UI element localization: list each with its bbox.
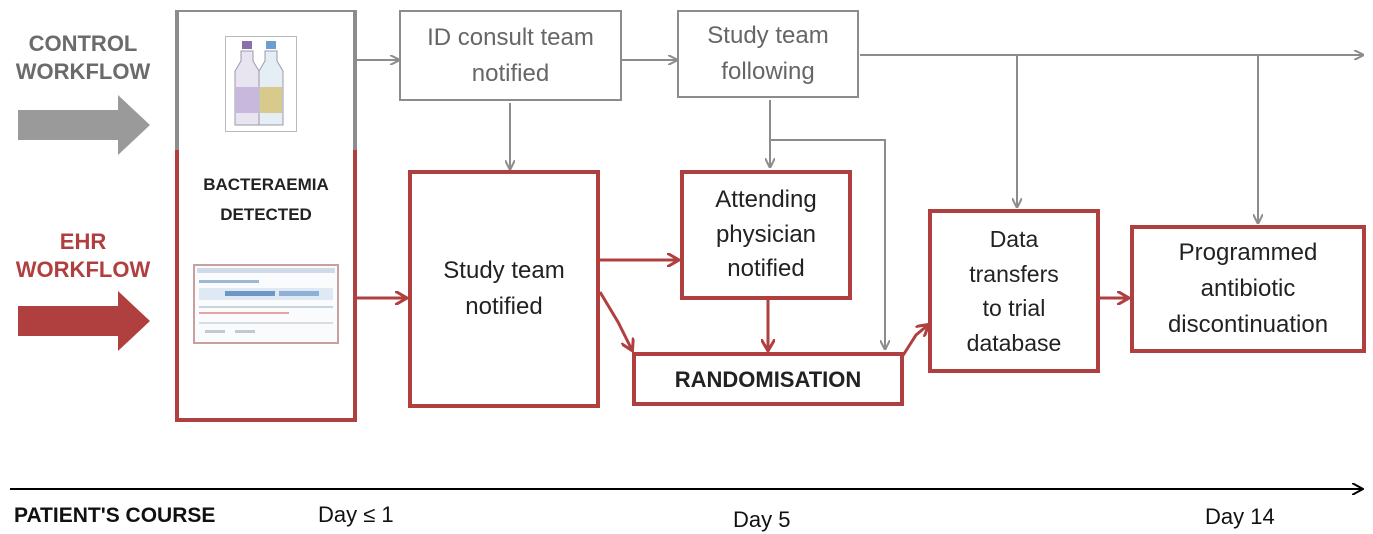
study-team-following-label: Study team following bbox=[707, 22, 829, 85]
randomisation-box: RANDOMISATION bbox=[632, 352, 904, 406]
blood-culture-bottles-icon bbox=[225, 36, 297, 132]
study-team-notified-label: Study team notified bbox=[443, 257, 565, 320]
control-border-left bbox=[175, 10, 179, 150]
id-consult-team-notified-box: ID consult team notified bbox=[399, 10, 622, 101]
data-transfers-label: Data transfers to trial database bbox=[966, 226, 1062, 356]
day-5-tick-label: Day 5 bbox=[733, 507, 791, 532]
study-team-following-box: Study team following bbox=[677, 10, 859, 98]
bacteraemia-detected-box bbox=[175, 10, 357, 422]
patients-course-label: PATIENT'S COURSE bbox=[14, 504, 216, 527]
id-consult-team-notified-label: ID consult team notified bbox=[427, 23, 594, 87]
day-14-tick-label: Day 14 bbox=[1205, 504, 1275, 529]
ehr-workflow-label: EHR WORKFLOW bbox=[15, 229, 151, 282]
randomisation-label: RANDOMISATION bbox=[674, 366, 862, 392]
ehr-screen-icon bbox=[193, 264, 339, 344]
ehr-workflow-arrow bbox=[18, 291, 150, 351]
attending-physician-notified-box: Attending physician notified bbox=[680, 170, 852, 300]
control-workflow-arrow bbox=[18, 95, 150, 155]
study-team-notified-box: Study team notified bbox=[408, 170, 600, 408]
day-1-tick-label: Day ≤ 1 bbox=[318, 502, 394, 527]
bacteraemia-detected-label: BACTERAEMIA DETECTED bbox=[203, 175, 329, 224]
programmed-antibiotic-discontinuation-box: Programmed antibiotic discontinuation bbox=[1130, 225, 1366, 353]
control-border-right bbox=[353, 10, 357, 150]
attending-physician-notified-label: Attending physician notified bbox=[715, 185, 817, 283]
programmed-antibiotic-discontinuation-label: Programmed antibiotic discontinuation bbox=[1167, 239, 1329, 338]
data-transfers-box: Data transfers to trial database bbox=[928, 209, 1100, 373]
control-workflow-label: CONTROL WORKFLOW bbox=[15, 31, 151, 84]
